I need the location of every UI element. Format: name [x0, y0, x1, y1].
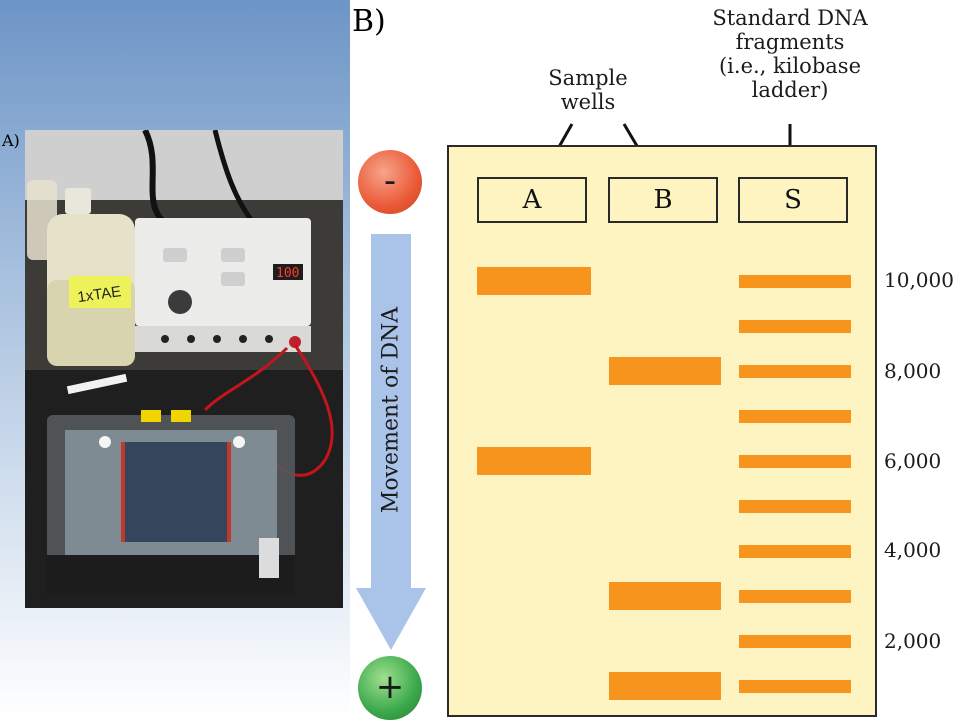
size-label-10000: 10,000 [884, 268, 954, 292]
band-lane-b-8000 [609, 357, 721, 385]
bottle-label-text: 1xTAE [76, 283, 122, 306]
band-lane-s-3000 [739, 589, 851, 603]
band-lane-s-6000 [739, 454, 851, 468]
size-label-6000: 6,000 [884, 449, 942, 473]
negative-pole-icon: - [358, 150, 422, 214]
band-lane-s-5000 [739, 499, 851, 513]
positive-pole-icon: + [358, 656, 422, 720]
ladder-line-1: Standard DNA [712, 6, 868, 30]
size-label-2000: 2,000 [884, 629, 942, 653]
well-s: S [738, 177, 848, 223]
movement-of-dna-label: Movement of DNA [378, 306, 404, 514]
sample-wells-line-2: wells [560, 90, 616, 114]
panel-b-label: B) [352, 4, 386, 39]
band-lane-a-6000 [477, 447, 591, 475]
photo-illustration: 1xTAE 100 [25, 130, 343, 608]
band-lane-b-1000 [609, 672, 721, 700]
display-value-text: 100 [276, 266, 299, 281]
band-lane-s-1000 [739, 679, 851, 693]
band-lane-s-7000 [739, 409, 851, 423]
movement-arrow [356, 234, 426, 650]
band-lane-s-8000 [739, 364, 851, 378]
band-lane-b-3000 [609, 582, 721, 610]
sample-wells-label: Sample wells [528, 66, 648, 114]
band-lane-s-9000 [739, 319, 851, 333]
ladder-line-4: ladder) [751, 78, 829, 102]
size-label-4000: 4,000 [884, 538, 942, 562]
ladder-label: Standard DNA fragments (i.e., kilobase l… [690, 6, 890, 102]
gel: A B S [447, 145, 877, 717]
well-a: A [477, 177, 587, 223]
ladder-line-3: (i.e., kilobase [718, 54, 861, 78]
band-lane-s-4000 [739, 544, 851, 558]
band-lane-s-2000 [739, 634, 851, 648]
gel-electrophoresis-photo: 1xTAE 100 [25, 130, 343, 608]
well-b: B [608, 177, 718, 223]
panel-a-label: A) [2, 131, 20, 150]
band-lane-a-10000 [477, 267, 591, 295]
sample-wells-line-1: Sample [548, 66, 628, 90]
band-lane-s-10000 [739, 274, 851, 288]
size-label-8000: 8,000 [884, 359, 942, 383]
ladder-line-2: fragments [735, 30, 845, 54]
